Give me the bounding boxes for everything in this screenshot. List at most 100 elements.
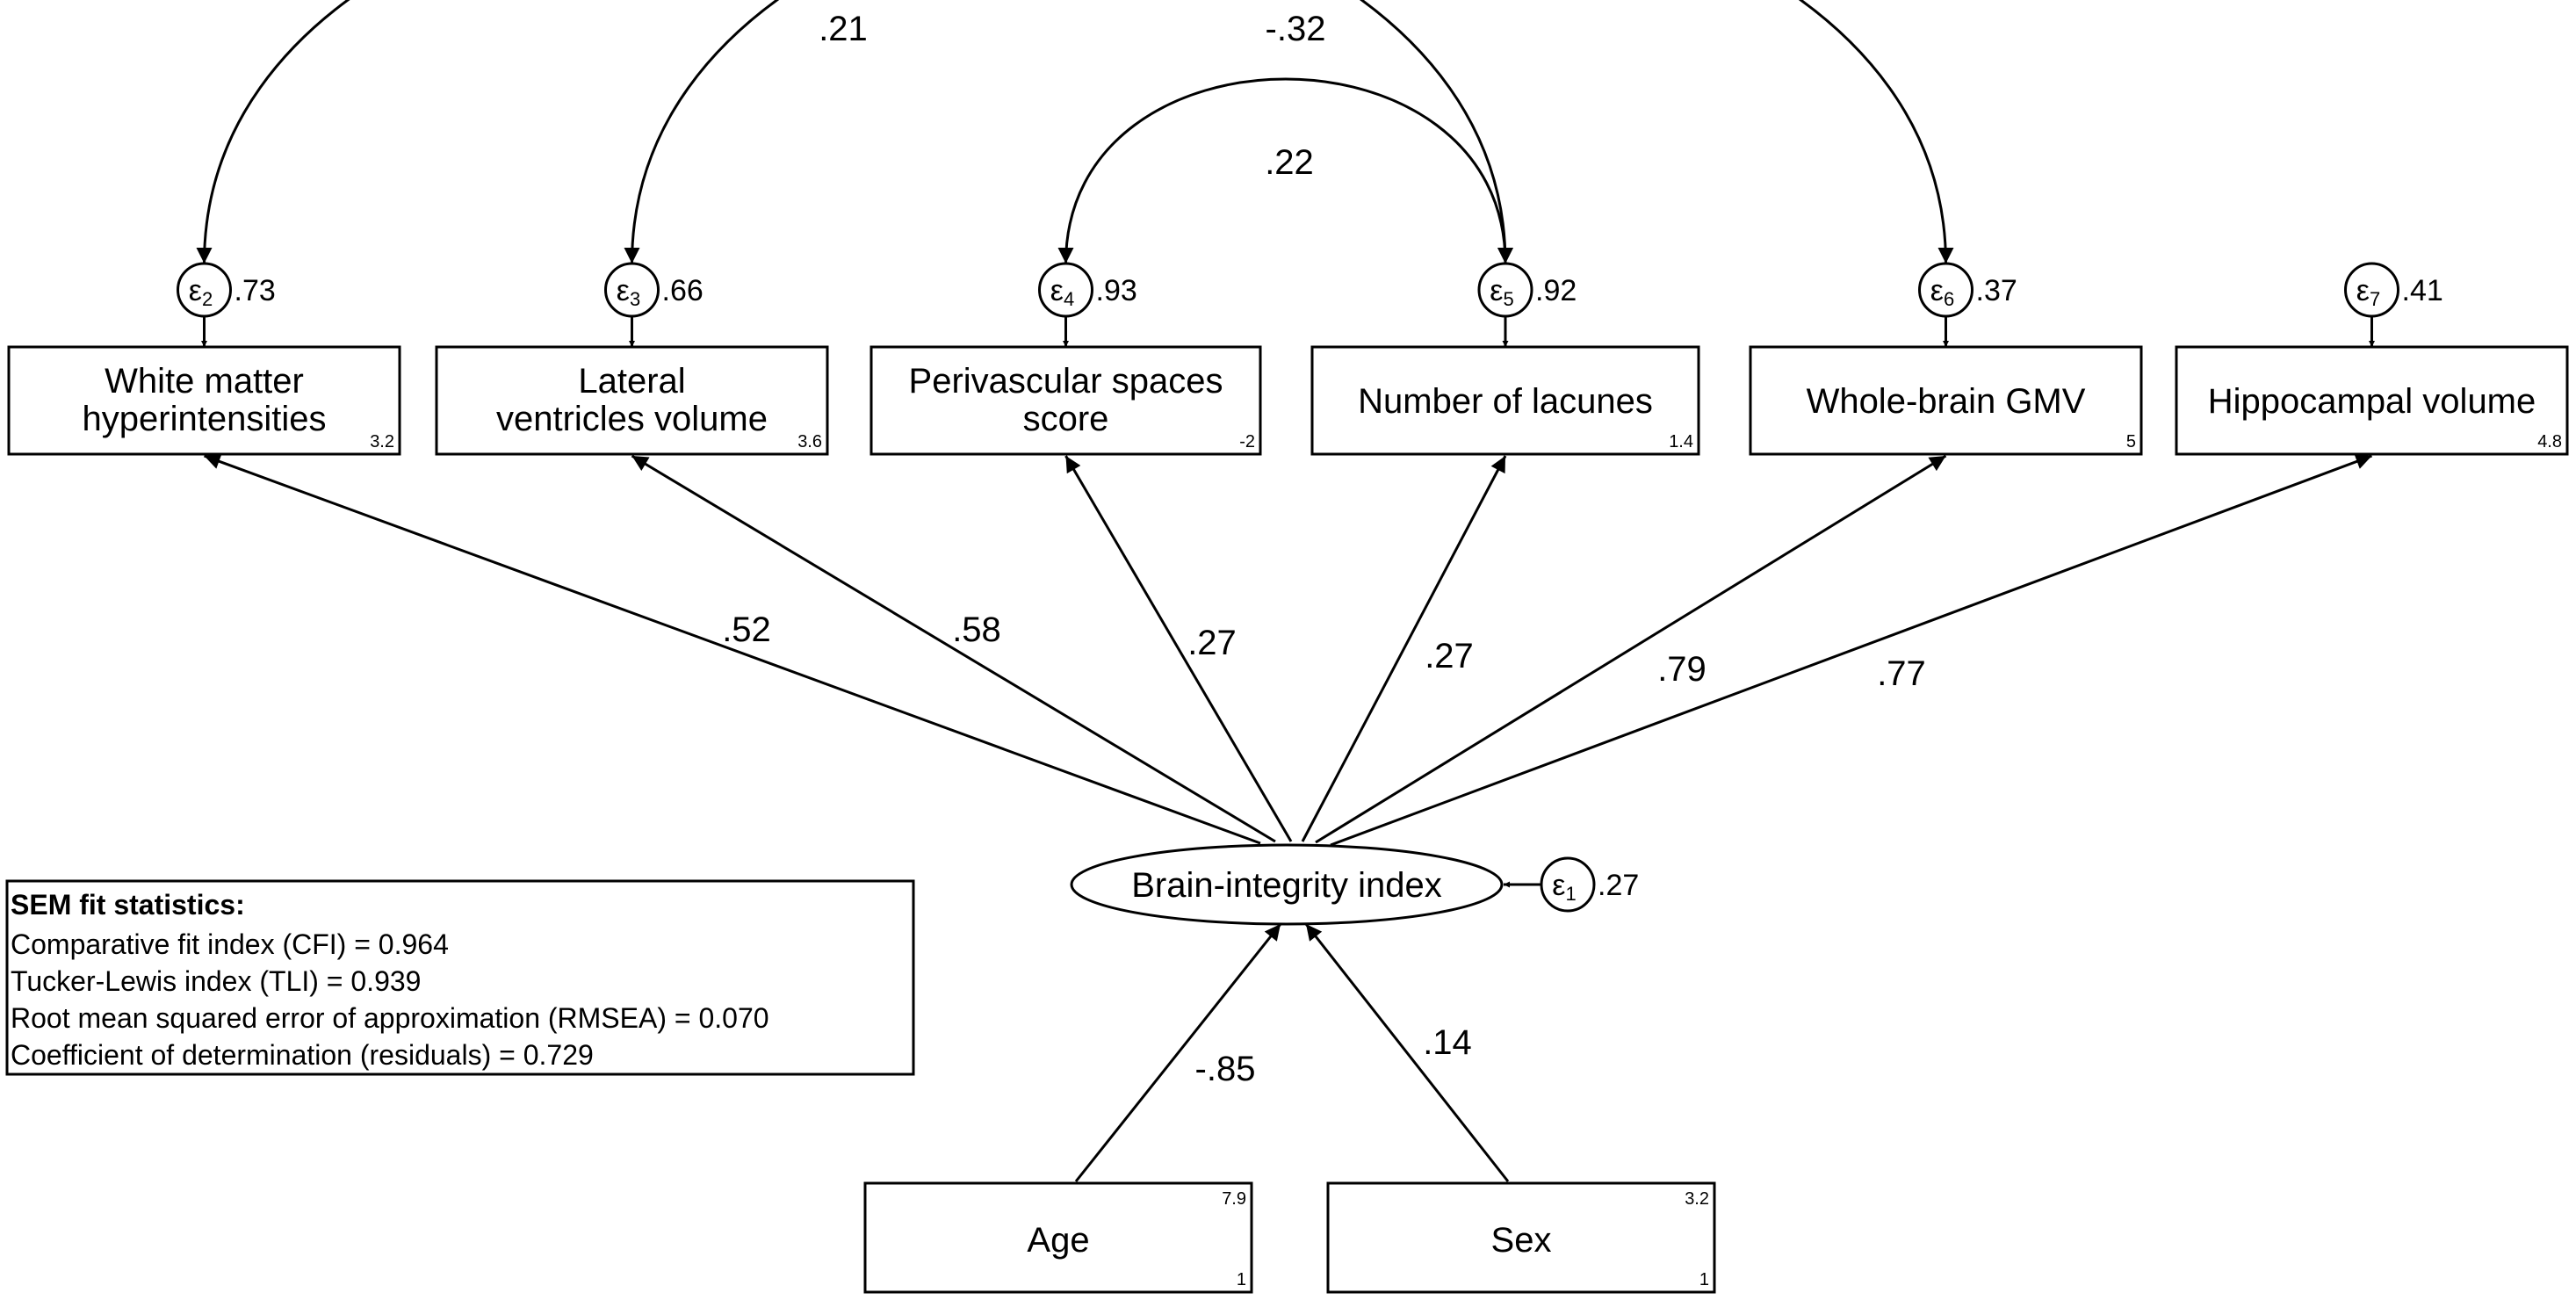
indicator-label-line2: ventricles volume: [496, 400, 768, 438]
loading-label-wmh: .52: [722, 610, 771, 649]
fit-statistics-title: SEM fit statistics:: [11, 889, 245, 921]
error-subscript: 4: [1064, 288, 1074, 310]
error-term-3: ε3 .66: [604, 262, 704, 318]
error-term-circle: [2344, 262, 2399, 318]
predictor-box: [1326, 1181, 1716, 1294]
latent-brain-integrity: Brain-integrity index: [1070, 843, 1504, 926]
error-variance: .41: [2402, 274, 2443, 307]
predictor-variance: 1: [1699, 1270, 1709, 1289]
error-term-circle: [1540, 856, 1596, 913]
error-term-circle: [1918, 262, 1973, 318]
error-subscript: 6: [1944, 288, 1954, 310]
fit-statistics-frame: [5, 879, 915, 1076]
error-term-7: ε7.41: [2344, 262, 2443, 318]
error-subscript: 1: [1565, 883, 1576, 905]
covariance-label-pvs-lac: .22: [1265, 143, 1314, 182]
error-symbol: ε: [617, 274, 630, 307]
error-term-circle: [1477, 262, 1533, 318]
nodes-layer: White matterhyperintensities3.2ε2.73Late…: [7, 262, 2569, 1294]
loading-label-hip: .77: [1877, 654, 1926, 693]
error-symbol: ε: [1490, 274, 1503, 307]
error-subscript: 2: [202, 288, 213, 310]
indicator-label: Whole-brain GMV: [1807, 382, 2086, 421]
latent-label: Brain-integrity index: [1131, 866, 1442, 905]
error-term-symbol: ε4: [1050, 274, 1074, 310]
indicator-intercept: 5: [2126, 432, 2136, 451]
loading-path-lvv: [631, 454, 1276, 843]
loading-path-gmv: [1315, 454, 1947, 844]
loading-label-lvv: .58: [952, 610, 1001, 649]
error-term-symbol: ε5: [1490, 274, 1513, 310]
latent-ellipse: [1070, 843, 1504, 926]
regression-label-sex: .14: [1423, 1023, 1472, 1062]
indicator-label-line1: White matter: [105, 362, 304, 401]
error-symbol: ε: [1050, 274, 1064, 307]
indicator-box: [1749, 345, 2143, 456]
regression-path-age: [1074, 923, 1282, 1182]
predictor-variance: 1: [1237, 1270, 1246, 1289]
error-symbol: ε: [1930, 274, 1944, 307]
error-symbol: ε: [189, 274, 202, 307]
error-variance: .73: [235, 274, 276, 307]
indicator-label-line2: score: [1023, 400, 1109, 438]
error-term-5: ε5 .92: [1477, 262, 1577, 318]
error-term-1: ε1 .27: [1540, 856, 1639, 913]
loading-path-wmh: [203, 453, 1261, 845]
covariance-label-lvv-gmv: -.32: [1266, 10, 1326, 48]
indicator-intercept: 3.6: [797, 432, 822, 451]
error-term-symbol: ε2: [189, 274, 213, 310]
error-term-4: ε4 .93: [1038, 262, 1137, 318]
covariance-lvv-gmv: [624, 0, 1954, 264]
indicator-label-line1: Lateral: [578, 362, 685, 401]
edges-layer: .52 .58 .27 .27 .79 .77 .21 -.32 .22 -.85 .14: [196, 0, 2375, 1182]
error-symbol: ε: [1552, 869, 1565, 902]
indicator-label-line1: Perivascular spaces: [909, 362, 1223, 401]
indicator-box: [435, 345, 829, 456]
covariance-wmh-lac: [196, 0, 1513, 264]
covariance-label-wmh-lac: .21: [819, 10, 868, 48]
predictor-mean: 7.9: [1222, 1189, 1246, 1209]
error-variance: .27: [1598, 869, 1639, 902]
covariance-pvs-lac: [1057, 77, 1513, 264]
indicator-box: [1310, 345, 1700, 456]
indicator-intercept: -2: [1239, 432, 1255, 451]
fit-rmsea: Root mean squared error of approximation…: [11, 1002, 769, 1034]
error-subscript: 5: [1503, 288, 1513, 310]
error-term-2: ε2 .73: [177, 262, 276, 318]
indicator-lac: Number of lacunes 1.4: [1310, 345, 1700, 456]
indicator-gmv: Whole-brain GMV 5: [1749, 345, 2143, 456]
error-variance: .66: [662, 274, 704, 307]
indicator-label: Number of lacunes: [1358, 382, 1653, 421]
loading-path-pvs: [1064, 455, 1293, 842]
loading-label-pvs: .27: [1187, 624, 1237, 662]
regression-label-age: -.85: [1195, 1050, 1256, 1088]
indicator-box: [869, 345, 1262, 456]
error-term-symbol: ε1: [1552, 869, 1576, 905]
predictor-label: Sex: [1491, 1221, 1552, 1260]
loading-path-hip: [1330, 453, 2373, 847]
error-subscript: 7: [2370, 288, 2380, 310]
error-variance: .92: [1535, 274, 1577, 307]
loading-path-lac: [1301, 455, 1507, 842]
indicator-intercept: 3.2: [370, 432, 394, 451]
error-term-circle: [604, 262, 660, 318]
loading-label-gmv: .79: [1657, 650, 1707, 689]
fit-tli: Tucker-Lewis index (TLI) = 0.939: [11, 965, 421, 997]
error-term-symbol: ε3: [617, 274, 640, 310]
indicator-intercept: 1.4: [1669, 432, 1693, 451]
error-variance: .93: [1096, 274, 1137, 307]
indicator-label: Hippocampal volume: [2208, 382, 2536, 421]
indicator-box: [7, 345, 401, 456]
error-term-symbol: ε6: [1930, 274, 1954, 310]
error-term-6: ε6.37: [1918, 262, 2017, 318]
fit-statistics-box: SEM fit statistics: Comparative fit inde…: [5, 879, 915, 1076]
regression-path-sex: [1304, 923, 1510, 1182]
predictor-box: [863, 1181, 1253, 1294]
predictor-label: Age: [1027, 1221, 1089, 1260]
